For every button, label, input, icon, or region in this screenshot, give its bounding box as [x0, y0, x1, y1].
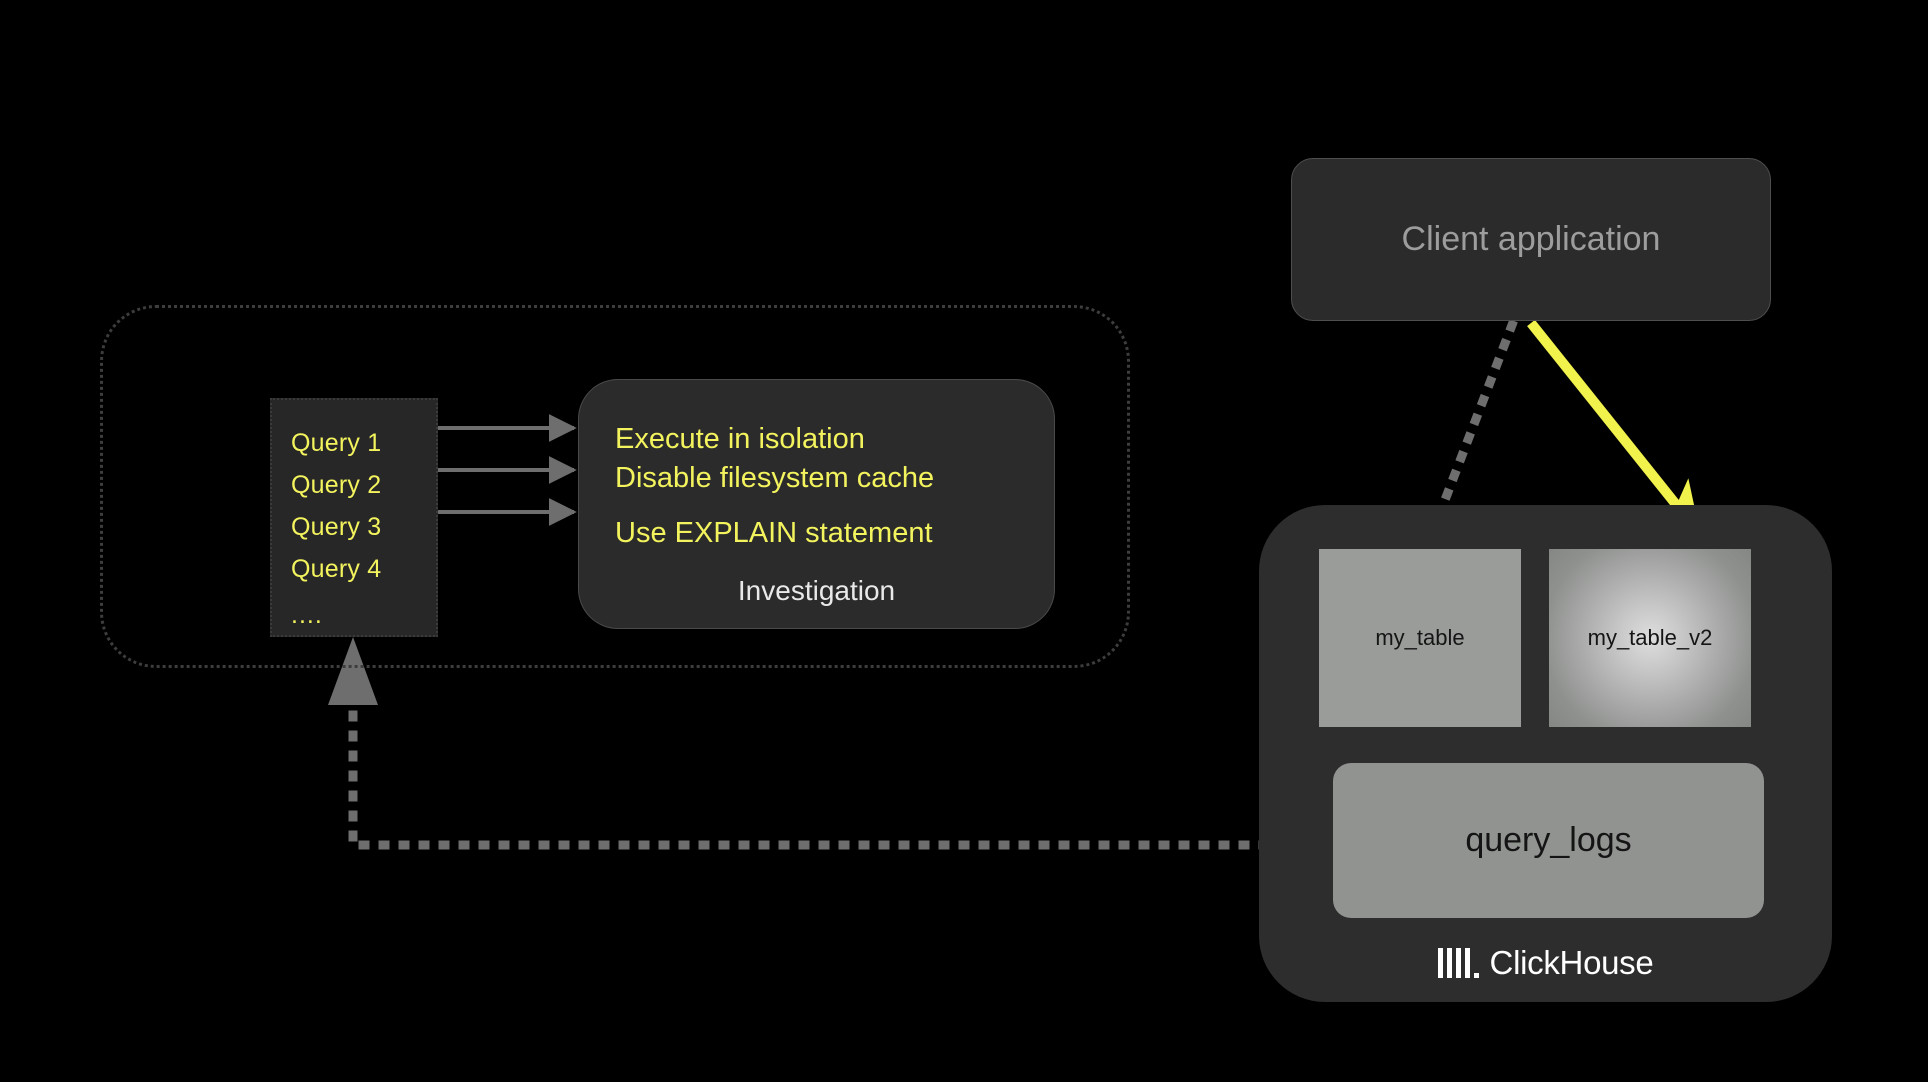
- investigation-step: Execute in isolation: [615, 423, 865, 455]
- investigation-step-list: Execute in isolation Disable filesystem …: [615, 420, 1034, 553]
- clickhouse-panel: my_table my_table_v2 query_logs ClickHou…: [1259, 505, 1832, 1002]
- query-logs-label: query_logs: [1465, 821, 1632, 859]
- logo-bar: [1464, 948, 1470, 978]
- logo-bar: [1437, 948, 1443, 978]
- logo-dot: [1473, 973, 1479, 978]
- query-list-item[interactable]: Query 3: [291, 513, 382, 541]
- query-list-ellipsis: ....: [291, 601, 323, 629]
- logo-bar: [1446, 948, 1452, 978]
- logo-bar: [1455, 948, 1461, 978]
- client-application-label: Client application: [1401, 220, 1661, 258]
- investigation-step: Disable filesystem cache: [615, 462, 935, 494]
- investigation-panel: Execute in isolation Disable filesystem …: [578, 379, 1055, 629]
- query-list-item[interactable]: Query 4: [291, 555, 382, 583]
- investigation-caption: Investigation: [737, 575, 896, 606]
- query-logs-node: query_logs: [1333, 763, 1764, 918]
- connector-client-to-my-table-v2: [1527, 319, 1701, 536]
- clickhouse-logo: ClickHouse: [1259, 944, 1832, 982]
- table-node-my-table-v2: my_table_v2: [1549, 549, 1751, 727]
- query-list-item[interactable]: Query 1: [291, 429, 382, 457]
- clickhouse-logo-mark-icon: [1437, 948, 1479, 978]
- table-node-label: my_table_v2: [1587, 625, 1713, 650]
- query-list-item[interactable]: Query 2: [291, 471, 382, 499]
- query-list-box: Query 1 Query 2 Query 3 Query 4 ....: [270, 398, 438, 637]
- client-application-node: Client application: [1291, 158, 1771, 321]
- clickhouse-wordmark: ClickHouse: [1489, 944, 1654, 981]
- investigation-step: Use EXPLAIN statement: [615, 517, 933, 549]
- connector-client-to-my-table: [1434, 319, 1518, 519]
- query-group-container: [100, 305, 1130, 668]
- table-node-my-table: my_table: [1319, 549, 1521, 727]
- table-node-label: my_table: [1375, 625, 1465, 650]
- connector-query-logs-to-query-group: [348, 685, 1350, 850]
